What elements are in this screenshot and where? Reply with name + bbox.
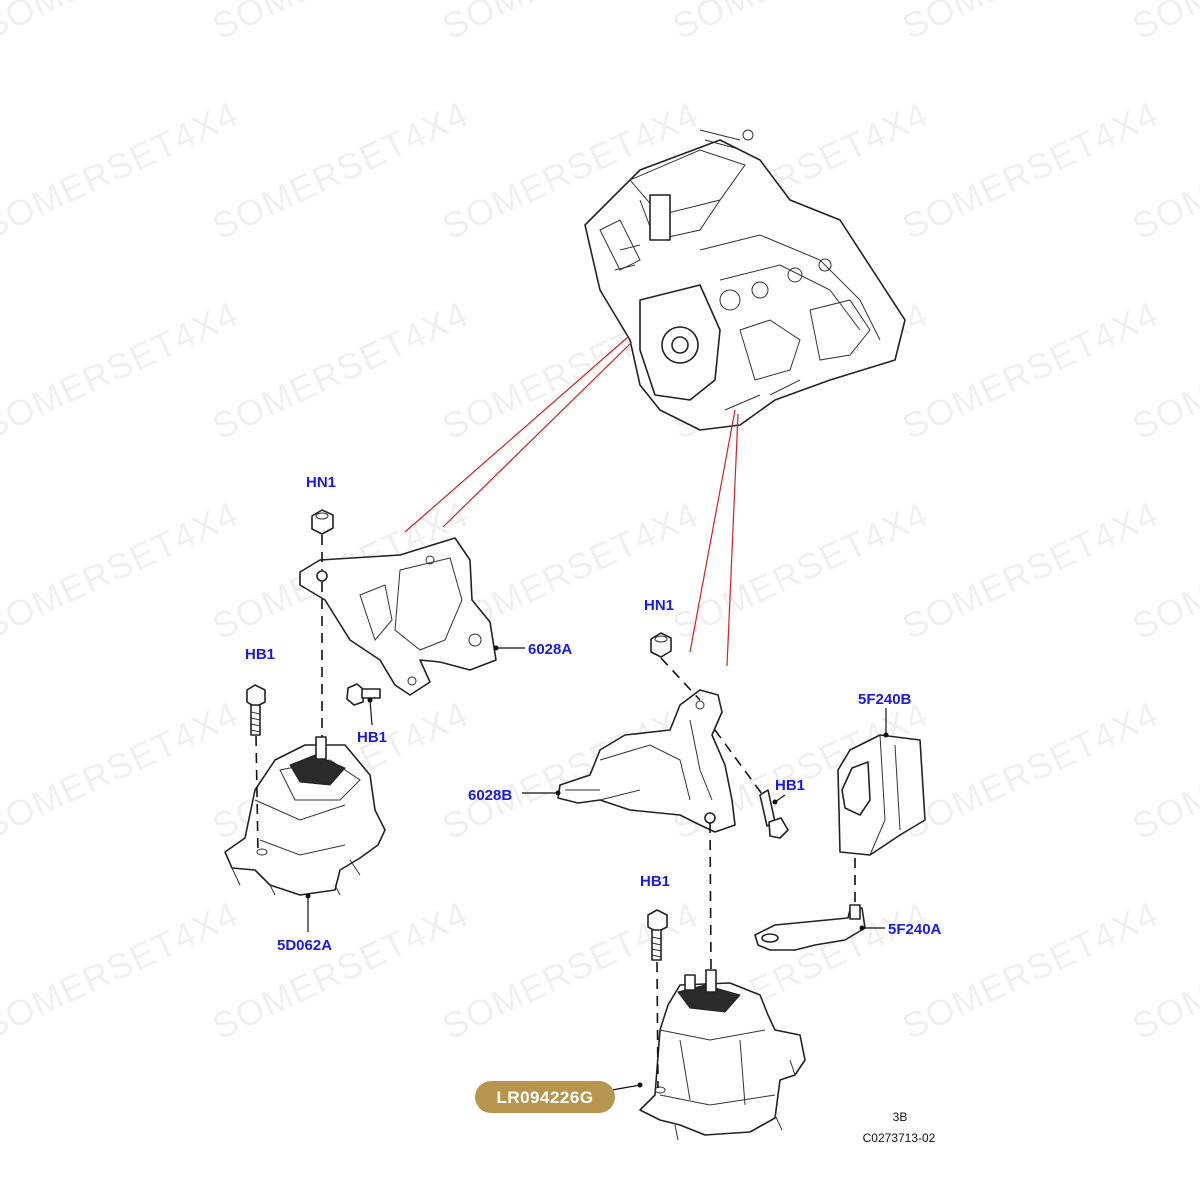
watermark-text: SOMERSET4X4 bbox=[0, 893, 245, 1047]
watermark-text: SOMERSET4X4 bbox=[896, 893, 1164, 1047]
part-labels: HN1 HB1 HB1 6028A 5D062A HN1 6028B HB1 H… bbox=[245, 474, 942, 954]
label-hb1-left-small: HB1 bbox=[357, 729, 387, 746]
watermark-text: SOMERSET4X4 bbox=[0, 693, 245, 847]
label-5d062a: 5D062A bbox=[277, 937, 332, 954]
bolt-hb1-right-small bbox=[759, 789, 789, 839]
watermark-text: SOMERSET4X4 bbox=[896, 693, 1164, 847]
label-hb1-right-small: HB1 bbox=[775, 777, 805, 794]
label-hn1-left: HN1 bbox=[306, 474, 336, 491]
label-5f240b: 5F240B bbox=[858, 691, 912, 708]
bolt-hb1-left-small bbox=[346, 683, 381, 706]
part-number-text: LR094226G bbox=[496, 1088, 593, 1107]
reference-codes: 3B C0273713-02 bbox=[863, 1110, 936, 1145]
mount-lr094226g bbox=[639, 969, 806, 1141]
watermark-text: SOMERSET4X4 bbox=[206, 93, 474, 247]
label-5f240a: 5F240A bbox=[888, 921, 942, 938]
bracket-5f240a bbox=[754, 904, 866, 951]
watermark-text: SOMERSET4X4 bbox=[206, 893, 474, 1047]
watermark-text: SOMERSET4X4 bbox=[0, 293, 245, 447]
label-hb1-right-bolt: HB1 bbox=[640, 873, 670, 890]
watermark-text: SOMERSET4X4 bbox=[1126, 0, 1200, 47]
label-hb1-left-bolt: HB1 bbox=[245, 646, 275, 663]
watermark-text: SOMERSET4X4 bbox=[0, 493, 245, 647]
bracket-6028a bbox=[299, 537, 497, 696]
watermark-text: SOMERSET4X4 bbox=[666, 493, 934, 647]
watermark-text: SOMERSET4X4 bbox=[666, 0, 934, 47]
watermark-text: SOMERSET4X4 bbox=[206, 293, 474, 447]
heatshield-5f240b bbox=[837, 734, 926, 856]
label-6028b: 6028B bbox=[468, 787, 512, 804]
diagram-code: C0273713-02 bbox=[863, 1131, 936, 1145]
label-hn1-right: HN1 bbox=[644, 597, 674, 614]
guide-lines bbox=[404, 336, 739, 667]
watermark-text: SOMERSET4X4 bbox=[896, 293, 1164, 447]
bolt-hb1-right bbox=[647, 909, 668, 961]
watermark-text: SOMERSET4X4 bbox=[896, 0, 1164, 47]
engine-block bbox=[584, 129, 906, 431]
watermark-text: SOMERSET4X4 bbox=[206, 0, 474, 47]
bracket-6028b bbox=[557, 689, 736, 833]
label-6028a: 6028A bbox=[528, 641, 572, 658]
bolt-hb1-left bbox=[246, 684, 266, 736]
watermark-text: SOMERSET4X4 bbox=[896, 93, 1164, 247]
sheet-ref: 3B bbox=[893, 1110, 908, 1124]
leader-lines bbox=[305, 645, 889, 1091]
alignment-lines bbox=[255, 535, 856, 1089]
nut-hn1-left bbox=[311, 509, 334, 535]
watermark-text: SOMERSET4X4 bbox=[0, 0, 245, 47]
mount-5d062a bbox=[224, 736, 386, 896]
nut-hn1-right bbox=[650, 632, 672, 658]
watermark-layer: SOMERSET4X4SOMERSET4X4SOMERSET4X4SOMERSE… bbox=[0, 0, 1200, 1047]
part-number-badge[interactable]: LR094226G bbox=[475, 1081, 615, 1113]
watermark-text: SOMERSET4X4 bbox=[436, 0, 704, 47]
watermark-text: SOMERSET4X4 bbox=[896, 493, 1164, 647]
watermark-text: SOMERSET4X4 bbox=[0, 93, 245, 247]
